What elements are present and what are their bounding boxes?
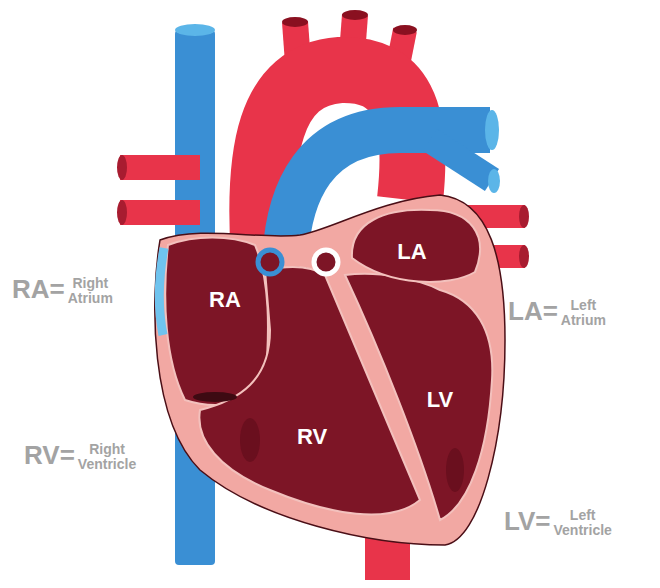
papillary-muscle [240,418,260,462]
vessel-opening [117,155,127,180]
chamber-label: RV [297,426,327,448]
tricuspid-valve [193,392,237,402]
pulmonary-valve [258,250,282,274]
vessel-opening [488,169,500,193]
left-atrium [352,210,480,282]
vessel-opening [393,25,417,35]
vessel-opening [282,17,308,27]
vessel-opening [117,200,127,225]
pulmonary-artery [430,140,492,180]
pulmonary-vein [120,155,200,180]
chamber-label: RA [209,289,241,311]
chamber-label: LV [427,389,453,411]
abbreviation-label: LA= [508,298,558,324]
full-name-label: Right Atrium [68,276,113,305]
chamber-label: LA [397,241,426,263]
abbreviation-label: LV= [504,508,550,534]
aortic-valve [314,250,338,274]
abbreviation-label: RV= [24,442,75,468]
abbreviation-label: RA= [12,276,65,302]
full-name-label: Left Atrium [561,298,606,327]
right-atrium [165,238,268,406]
vessel-opening [485,110,499,150]
pulmonary-vein [120,200,200,225]
vessel-opening [519,205,529,228]
vessel-rim [159,248,164,335]
vessel-opening [342,10,368,20]
heart-wall [155,195,505,545]
left-ventricle [345,274,492,520]
full-name-label: Left Ventricle [553,508,611,537]
full-name-label: Right Ventricle [78,442,136,471]
vessel-opening [519,245,529,268]
papillary-muscle [446,448,464,492]
vessel-opening [175,24,215,36]
